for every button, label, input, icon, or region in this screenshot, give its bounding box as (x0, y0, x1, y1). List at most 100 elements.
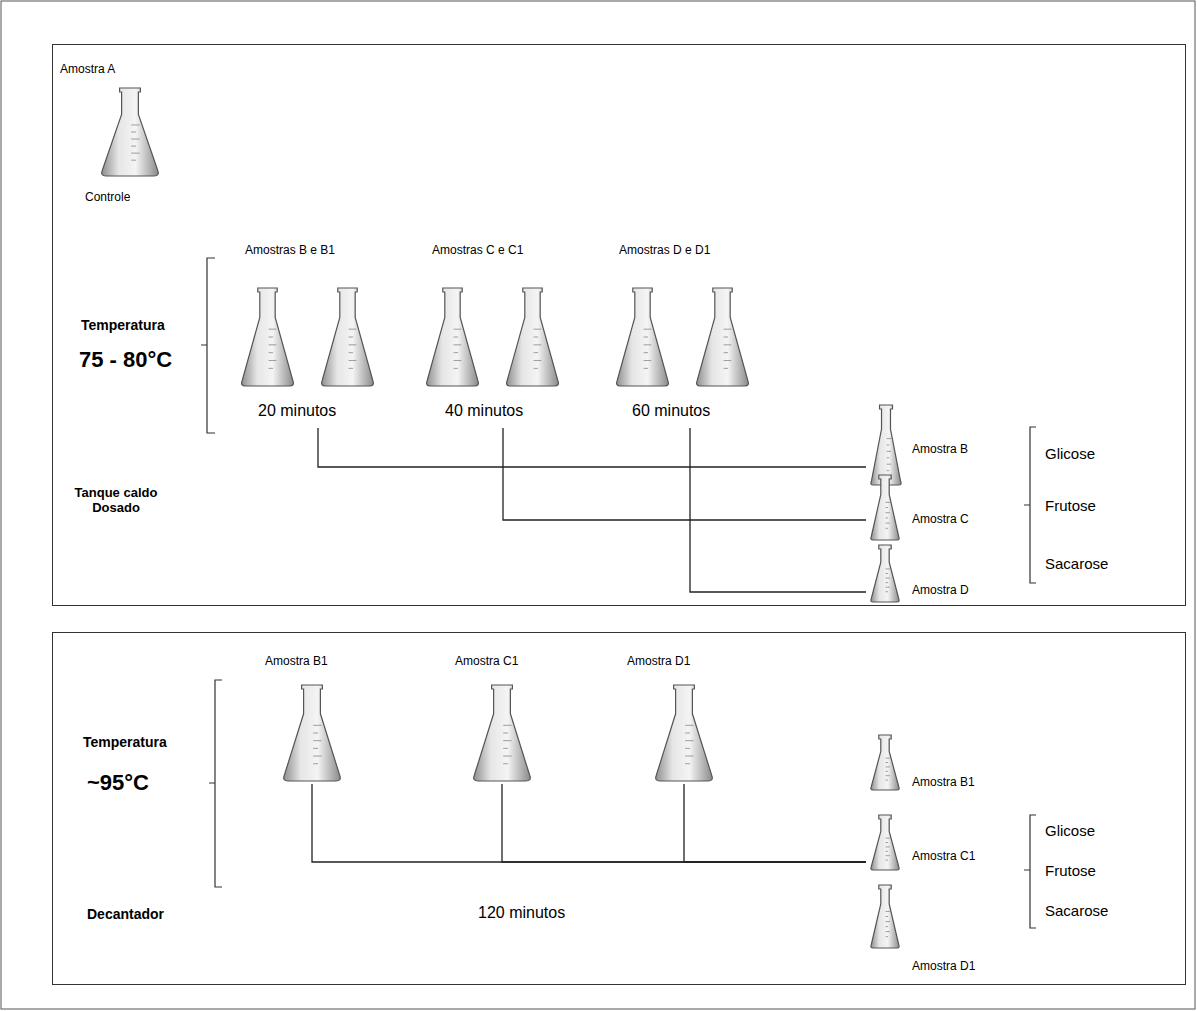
node-text: Amostras B e B1 (245, 243, 335, 257)
graduation-mark (349, 329, 357, 330)
flask-icon (242, 288, 294, 386)
graduation-mark (724, 368, 728, 369)
node-text: 20 minutos (258, 402, 336, 420)
node-text: Temperatura (81, 317, 165, 333)
node-text: Amostra D (912, 583, 969, 597)
graduation-mark (887, 451, 891, 452)
graduation-mark (503, 763, 508, 764)
graduation-mark (454, 360, 462, 361)
graduation-mark (886, 921, 890, 922)
connector (503, 428, 866, 520)
graduation-mark (887, 470, 890, 471)
graduation-mark (886, 838, 890, 839)
graduation-mark (886, 911, 890, 912)
graduation-mark (886, 775, 890, 776)
graduation-mark (349, 337, 353, 338)
graduation-mark (454, 329, 462, 330)
graduation-mark (887, 438, 891, 439)
flask-sample: Amostra D1 (866, 884, 1006, 976)
node-text: Amostra A (60, 62, 115, 76)
graduation-mark (503, 733, 508, 734)
graduation-mark (685, 763, 690, 764)
graduation-mark (269, 337, 273, 338)
graduation-mark (534, 344, 542, 345)
flask-icon (427, 288, 479, 386)
graduation-mark (313, 748, 318, 749)
flask-icon (617, 288, 669, 386)
node-text: Amostra B1 (912, 775, 975, 789)
graduation-mark (886, 936, 888, 937)
flask-sample: Amostra D (866, 542, 1006, 604)
flask-pair: Amostras B e B1 20 minutos (238, 240, 388, 428)
bracket (1024, 427, 1036, 583)
graduation-mark (131, 124, 139, 125)
graduation-mark (886, 523, 890, 524)
graduation-mark (886, 507, 888, 508)
node-text: Amostra D1 (912, 959, 975, 973)
connector-line (690, 428, 866, 592)
graduation-mark (269, 360, 277, 361)
graduation-mark (349, 360, 357, 361)
connector-line (318, 428, 866, 467)
analyte-label: Frutose (1045, 497, 1096, 514)
graduation-mark (454, 368, 458, 369)
flask-icon (697, 288, 749, 386)
analyte-label: Frutose (1045, 862, 1096, 879)
graduation-mark (534, 360, 542, 361)
flask-icon (474, 685, 531, 781)
graduation-mark (131, 132, 136, 133)
graduation-mark (131, 160, 136, 161)
graduation-mark (313, 763, 318, 764)
flask-sample: Amostra C (866, 472, 1006, 542)
flask-icon (871, 735, 899, 790)
node-text: ~95°C (87, 770, 149, 796)
graduation-mark (886, 926, 888, 927)
graduation-mark (644, 360, 652, 361)
graduation-mark (886, 931, 890, 932)
graduation-mark (886, 780, 888, 781)
graduation-mark (887, 445, 890, 446)
graduation-mark (886, 842, 888, 843)
graduation-mark (886, 582, 888, 583)
flask-pair: Amostras D e D160 minutos (612, 240, 762, 428)
flask-icon (507, 288, 559, 386)
node-text: Temperatura (83, 734, 167, 750)
graduation-mark (313, 740, 321, 741)
bracket (1024, 815, 1036, 928)
graduation-mark (269, 368, 273, 369)
graduation-mark (724, 329, 732, 330)
flask-sample: Amostra C1 (866, 812, 1006, 872)
graduation-mark (503, 756, 511, 757)
connector (690, 428, 866, 592)
graduation-mark (685, 756, 693, 757)
graduation-mark (685, 733, 690, 734)
analyte-label: Sacarose (1045, 555, 1108, 572)
flask-icon (322, 288, 374, 386)
graduation-mark (644, 329, 652, 330)
flask-sample: Amostra AControle (58, 58, 168, 208)
node-text: Amostra C (912, 512, 969, 526)
graduation-mark (503, 740, 511, 741)
flask-icon (871, 885, 899, 948)
connector-line (312, 784, 866, 862)
node-text: 60 minutos (632, 402, 710, 420)
graduation-mark (269, 352, 273, 353)
connector (312, 784, 866, 862)
bracket (209, 680, 222, 887)
graduation-mark (886, 771, 888, 772)
graduation-mark (313, 725, 321, 726)
graduation-mark (886, 860, 888, 861)
analyte-label: Glicose (1045, 445, 1095, 462)
flask-icon (871, 475, 899, 540)
flask-sample: Amostra B1 (262, 652, 382, 784)
graduation-mark (454, 344, 462, 345)
flask-sample: Amostra C1 (452, 652, 572, 784)
graduation-mark (349, 368, 353, 369)
graduation-mark (503, 748, 508, 749)
graduation-mark (886, 855, 890, 856)
node-text: Amostra C1 (455, 654, 518, 668)
node-text: Amostra B (912, 442, 968, 456)
node-text: Amostras C e C1 (432, 243, 523, 257)
